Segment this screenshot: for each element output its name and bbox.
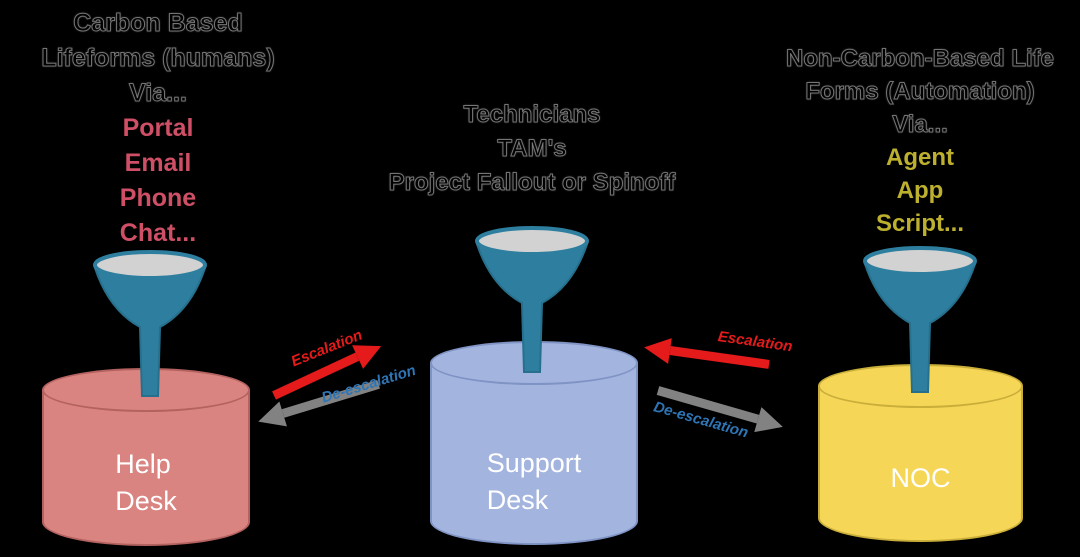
heading-line: Project Fallout or Spinoff	[388, 169, 676, 197]
heading-line: Via...	[129, 79, 188, 108]
cylinder-body	[818, 386, 1023, 542]
heading-line: Carbon Based	[73, 9, 243, 38]
funnel-icon	[475, 226, 589, 373]
heading-line: Via...	[892, 111, 949, 139]
cylinder-body	[430, 363, 638, 545]
center-source-heading: Technicians TAM's Project Fallout or Spi…	[352, 98, 712, 200]
heading-line: TAM's	[497, 135, 567, 163]
heading-line: Lifeforms (humans)	[41, 44, 275, 73]
label-line: Support	[486, 448, 582, 478]
help-desk-label: Help Desk	[42, 446, 250, 520]
support-desk-cylinder: Support Desk	[430, 341, 638, 545]
right-source-heading: Non-Carbon-Based Life Forms (Automation)…	[775, 42, 1065, 240]
label-line: Desk	[486, 485, 549, 515]
noc-label: NOC	[818, 460, 1023, 497]
support-desk-label: Support Desk	[430, 445, 638, 519]
escalation-label-right: Escalation	[716, 328, 794, 356]
noc-cylinder: NOC	[818, 364, 1023, 542]
label-line: NOC	[890, 463, 951, 493]
channel-agent: Agent	[886, 144, 954, 171]
label-line: Desk	[115, 486, 177, 516]
channel-chat: Chat...	[119, 219, 197, 247]
heading-line: Forms (Automation)	[805, 78, 1035, 106]
channel-script: Script...	[875, 210, 965, 237]
cylinder-body	[42, 390, 250, 546]
funnel-icon	[863, 246, 977, 393]
heading-line: Non-Carbon-Based Life	[785, 45, 1054, 73]
channel-app: App	[896, 177, 944, 204]
left-source-heading: Carbon Based Lifeforms (humans) Via... P…	[28, 6, 288, 251]
heading-line: Technicians	[463, 101, 601, 129]
funnel-icon	[93, 250, 207, 397]
label-line: Help	[115, 449, 171, 479]
channel-portal: Portal	[122, 114, 194, 142]
channel-phone: Phone	[119, 184, 197, 212]
channel-email: Email	[124, 149, 192, 177]
